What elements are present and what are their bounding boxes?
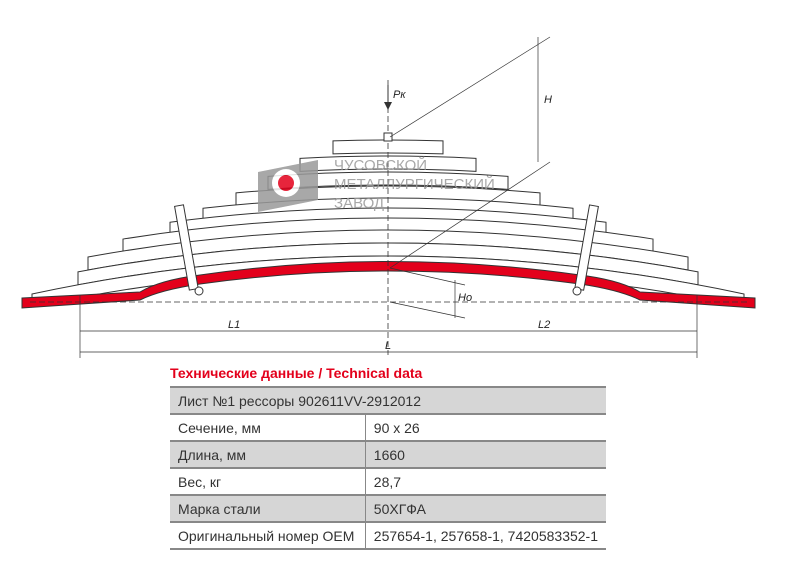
section-title: Технические данные / Technical data — [170, 365, 423, 381]
main-leaf-red — [21, 261, 756, 309]
watermark-line-3: ЗАВОД — [334, 195, 384, 212]
table-header-row: Лист №1 рессоры 902611VV-2912012 — [170, 386, 606, 414]
row-label: Вес, кг — [170, 467, 366, 495]
l-label: L — [385, 340, 391, 352]
row-label: Марка стали — [170, 494, 366, 522]
l1-label: L1 — [228, 319, 240, 331]
center-bolt — [383, 132, 393, 142]
row-label: Сечение, мм — [170, 413, 366, 441]
technical-data-table: Лист №1 рессоры 902611VV-2912012 Сечение… — [170, 386, 606, 550]
height-label: H — [544, 94, 552, 106]
row-value: 28,7 — [364, 467, 606, 495]
load-arrow-icon — [384, 102, 392, 110]
company-logo-watermark: ЧУСОВСКОЙ МЕТАЛЛУРГИЧЕСКИЙ ЗАВОД — [258, 156, 495, 212]
load-label: Pк — [393, 89, 406, 101]
table-header: Лист №1 рессоры 902611VV-2912012 — [170, 386, 606, 414]
leaf-spring-drawing: Pк H Ho L1 L2 L ЧУСОВСКОЙ МЕТАЛЛУРГИЧЕСК… — [21, 36, 756, 358]
row-label: Оригинальный номер OEM — [170, 521, 366, 550]
clamp-right — [572, 204, 599, 296]
height0-label: Ho — [458, 292, 472, 304]
l2-label: L2 — [538, 319, 550, 331]
watermark-line-1: ЧУСОВСКОЙ — [334, 156, 427, 174]
row-value: 257654-1, 257658-1, 7420583352-1 — [364, 521, 606, 550]
clamp-left — [174, 204, 204, 296]
row-value: 90 x 26 — [364, 413, 606, 441]
watermark-line-2: МЕТАЛЛУРГИЧЕСКИЙ — [334, 175, 495, 193]
row-value: 50ХГФА — [364, 494, 606, 522]
row-label: Длина, мм — [170, 440, 366, 468]
row-value: 1660 — [364, 440, 606, 468]
